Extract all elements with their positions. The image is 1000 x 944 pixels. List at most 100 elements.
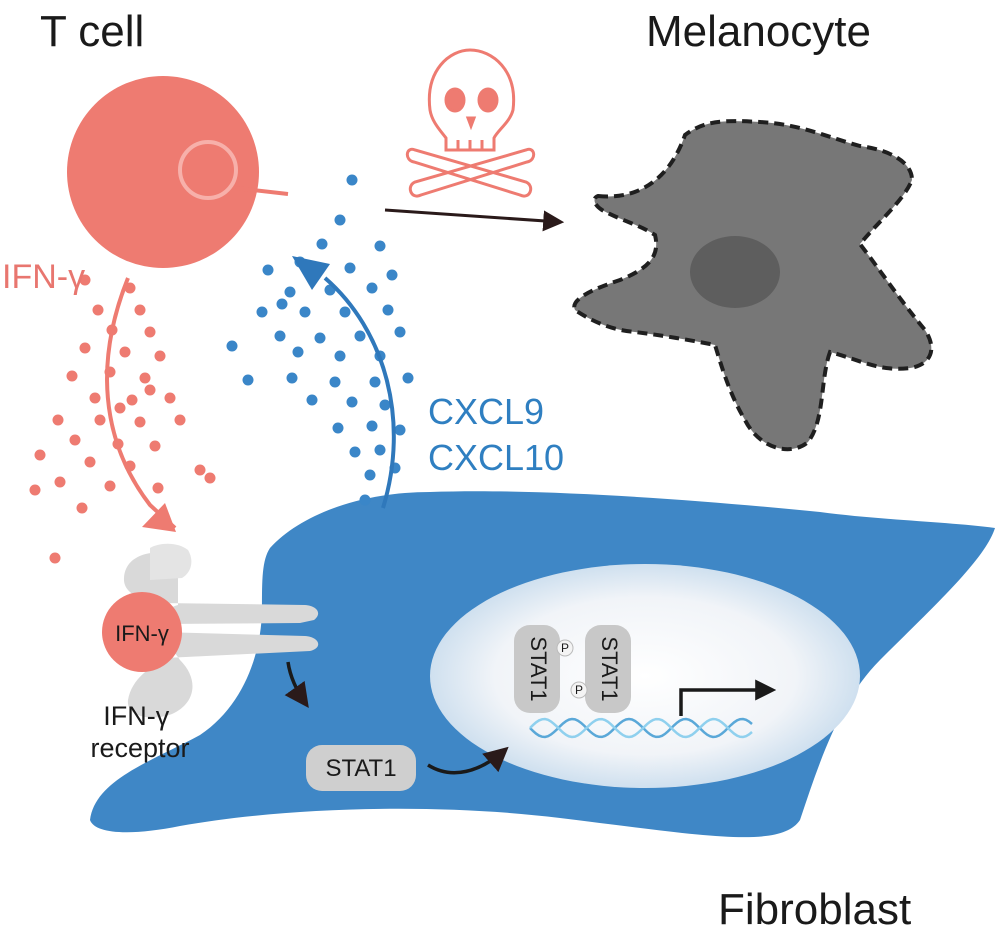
crossbone-b (408, 147, 536, 198)
t-cell-label: T cell (40, 7, 144, 56)
receptor-caption-line2: receptor (90, 733, 189, 763)
chemokine-dot (316, 238, 328, 250)
chemokine-dot (286, 372, 298, 384)
ifn-gamma-arrowhead (142, 503, 176, 532)
melanocyte-label: Melanocyte (646, 7, 871, 56)
t-cell-body (67, 76, 259, 268)
chemokine-dot (349, 446, 361, 458)
skull-nose (465, 116, 477, 131)
receptor-stalk (150, 543, 192, 580)
stat1-monomer-left (514, 625, 560, 713)
chemokine-dot (274, 330, 286, 342)
ifn-gamma-dot (149, 440, 161, 452)
chemokine-dot (402, 372, 414, 384)
ifn-gamma-dot (29, 484, 41, 496)
ifn-gamma-dot (49, 552, 61, 564)
ifn-gamma-dot (194, 464, 206, 476)
ifn-gamma-dot (104, 480, 116, 492)
nucleus (430, 564, 860, 788)
cxcl10-label: CXCL10 (428, 437, 564, 478)
chemokine-dot (374, 444, 386, 456)
chemokine-dot (394, 424, 406, 436)
receptor-caption: IFN-γ receptor (90, 701, 189, 763)
crossbone-a (405, 147, 533, 198)
chemokine-dot (256, 306, 268, 318)
chemokine-dot (276, 298, 288, 310)
ifn-gamma-dot (34, 449, 46, 461)
ifn-gamma-label: IFN-γ (2, 258, 85, 296)
t-cell-receptor-stalk (235, 186, 289, 196)
chemokine-dot (364, 469, 376, 481)
chemokine-dot (366, 420, 378, 432)
ifn-gamma-dot (84, 456, 96, 468)
ifn-gamma-dot (94, 414, 106, 426)
chemokine-dot (226, 340, 238, 352)
ifn-gamma-dot (79, 274, 91, 286)
ifn-gamma-dot (144, 384, 156, 396)
stat1-dimer-right-label: STAT1 (597, 636, 622, 701)
transcription-start-arrow-icon (679, 679, 777, 716)
chemokine-dot (334, 350, 346, 362)
ifn-gamma-dot (154, 350, 166, 362)
ifn-gamma-dot-cloud (29, 274, 216, 564)
chemokine-dot (262, 264, 274, 276)
stat1-cytoplasm-label: STAT1 (325, 755, 396, 782)
chemokine-dot (334, 214, 346, 226)
stat1-monomer-right (585, 625, 631, 713)
dna-helix (529, 717, 753, 739)
chemokine-dot (314, 332, 326, 344)
chemokine-dot (379, 399, 391, 411)
cxcl9-label: CXCL9 (428, 391, 544, 432)
ifn-gamma-dot (164, 392, 176, 404)
phospho-badge-bottom (570, 681, 588, 699)
phospho-label-top: P (561, 641, 569, 655)
chemokine-dot (346, 396, 358, 408)
skull-eye-right (477, 87, 499, 113)
chemokine-dot-cloud (226, 174, 414, 506)
chemokine-dot (382, 304, 394, 316)
skull-outline (427, 48, 516, 152)
chemokine-dot (394, 326, 406, 338)
chemokine-dot (344, 262, 356, 274)
ifn-gamma-dot (126, 394, 138, 406)
ifn-gamma-ligand (102, 592, 182, 672)
fibroblast-label: Fibroblast (718, 885, 911, 934)
stat1-dimer: STAT1 STAT1 P P (514, 625, 631, 713)
chemokine-arrowhead (292, 256, 330, 290)
chemokine-dot (359, 494, 371, 506)
ifn-gamma-dot (66, 370, 78, 382)
chemokine-dot (292, 346, 304, 358)
chemokine-secretion-arrow (323, 276, 396, 509)
skull-eye-left (444, 87, 466, 113)
ifn-gamma-dot (139, 372, 151, 384)
ifn-gamma-dot (204, 472, 216, 484)
ifn-gamma-dot (152, 482, 164, 494)
ifn-gamma-dot (69, 434, 81, 446)
chemokine-dot (332, 422, 344, 434)
ifn-gamma-dot (144, 326, 156, 338)
ifn-gamma-dot (76, 502, 88, 514)
stat1-to-nucleus-arrow (427, 746, 509, 775)
receptor-to-stat1-arrow (284, 661, 309, 708)
chemokine-dot (386, 269, 398, 281)
phospho-label-bottom: P (575, 683, 583, 697)
ifn-gamma-ligand-label: IFN-γ (115, 621, 169, 646)
chemokine-dot (242, 374, 254, 386)
chemokine-dot (299, 306, 311, 318)
ifn-gamma-secretion-arrow (105, 277, 177, 530)
chemokine-dot (339, 306, 351, 318)
ifn-gamma-dot (134, 416, 146, 428)
chemokine-dot (366, 282, 378, 294)
chemokine-dot (354, 330, 366, 342)
phospho-badge-top (556, 639, 574, 657)
t-cell-kill-arrow (384, 208, 565, 232)
ifn-gamma-dot (89, 392, 101, 404)
chemokine-dot (284, 286, 296, 298)
chemokine-dot (369, 376, 381, 388)
ifn-gamma-dot (52, 414, 64, 426)
chemokine-dot (374, 240, 386, 252)
chemokine-dot (346, 174, 358, 186)
ifn-gamma-dot (79, 342, 91, 354)
receptor-caption-line1: IFN-γ (103, 701, 169, 731)
